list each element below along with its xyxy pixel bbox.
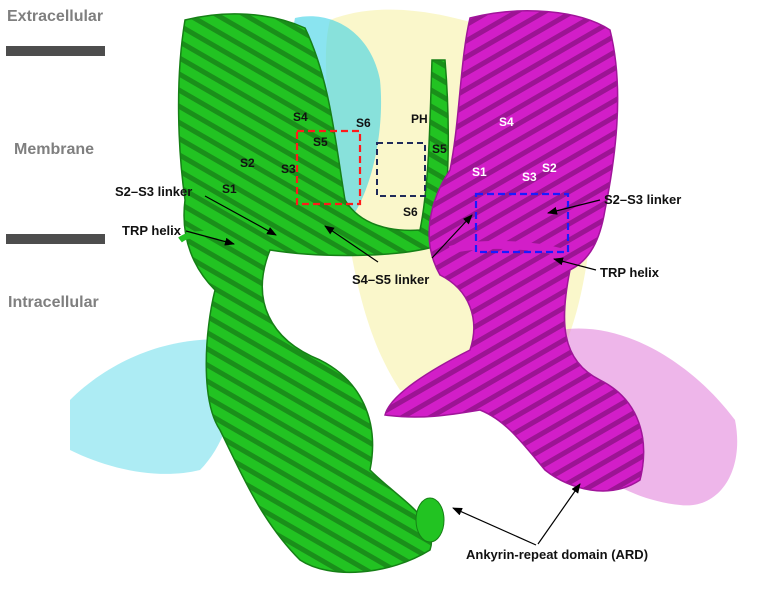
- left-s2-s3-linker-label: S2–S3 linker: [115, 184, 193, 199]
- left-s2-s3-linker-arrow: [204, 195, 277, 236]
- left-s1-label: S1: [222, 182, 237, 196]
- right-s2-s3-linker-label: S2–S3 linker: [604, 192, 682, 207]
- right-trp-helix-arrow: [553, 257, 597, 271]
- right-s1-label: S1: [472, 165, 487, 179]
- magenta-subunit: [384, 10, 645, 492]
- left-trp-helix-label: TRP helix: [122, 223, 182, 238]
- right-trp-helix-label: TRP helix: [600, 265, 660, 280]
- s4-s5-linker-label: S4–S5 linker: [352, 272, 430, 287]
- right-s2-s3-linker-arrow: [547, 199, 601, 215]
- ard-label: Ankyrin-repeat domain (ARD): [466, 547, 649, 562]
- left-s6-label: S6: [356, 116, 371, 130]
- extracellular-label: Extracellular: [7, 8, 104, 25]
- ard-green-arrow: [452, 507, 537, 546]
- right-s3-label: S3: [522, 170, 537, 184]
- blue-dashed-box: [474, 192, 570, 254]
- right-s5-label: S5: [432, 142, 447, 156]
- ard-magenta-arrow: [537, 483, 581, 545]
- ph-label: PH: [411, 112, 428, 126]
- right-s2-label: S2: [542, 161, 557, 175]
- right-s4-label: S4: [499, 115, 514, 129]
- left-s2-label: S2: [240, 156, 255, 170]
- membrane-outer-boundary-bar: [6, 46, 105, 56]
- right-s6-label: S6: [403, 205, 418, 219]
- left-s4-label: S4: [293, 110, 308, 124]
- left-s3-label: S3: [281, 162, 296, 176]
- membrane-label: Membrane: [14, 141, 95, 158]
- left-trp-helix-arrow: [185, 230, 235, 246]
- left-s5-label: S5: [313, 135, 328, 149]
- intracellular-label: Intracellular: [8, 294, 99, 311]
- red-dashed-box: [295, 129, 362, 206]
- navy-dashed-box: [376, 142, 426, 197]
- left-s4-s5-linker-arrow: [324, 225, 379, 263]
- right-s4-s5-linker-arrow: [431, 214, 473, 259]
- membrane-inner-boundary-bar: [6, 234, 105, 244]
